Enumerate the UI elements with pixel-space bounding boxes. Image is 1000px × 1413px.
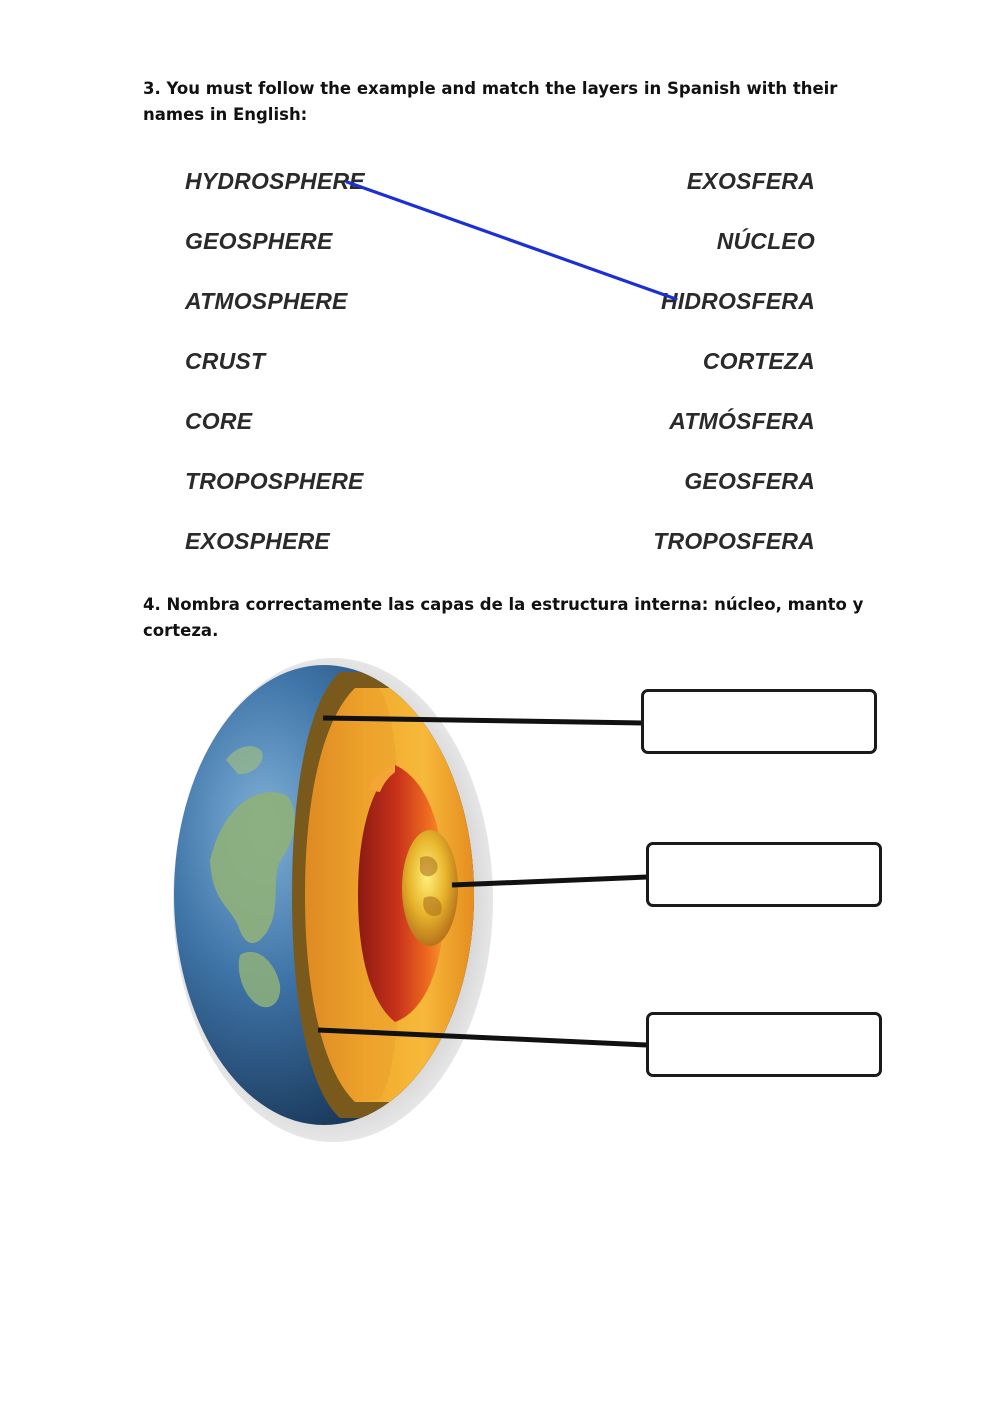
english-term-crust[interactable]: CRUST	[185, 348, 266, 374]
spanish-term-troposfera[interactable]: TROPOSFERA	[653, 528, 815, 554]
english-term-core[interactable]: CORE	[185, 408, 253, 434]
answer-box-2[interactable]	[646, 842, 882, 907]
pointer-line-crust	[322, 715, 643, 726]
exercise-4-instruction: 4. Nombra correctamente las capas de la …	[143, 595, 864, 640]
spanish-term-atmosfera[interactable]: ATMÓSFERA	[669, 408, 815, 434]
exercise-3-instruction: 3. You must follow the example and match…	[143, 79, 838, 124]
english-term-atmosphere[interactable]: ATMOSPHERE	[185, 288, 348, 314]
pointer-line-mantle	[317, 1027, 648, 1048]
outer-core-layer	[358, 765, 445, 1022]
english-term-exosphere[interactable]: EXOSPHERE	[185, 528, 330, 554]
landmass	[210, 746, 295, 1008]
inner-core-texture	[419, 856, 442, 917]
example-match-line-layer	[345, 180, 678, 301]
english-term-hydrosphere[interactable]: HYDROSPHERE	[185, 168, 365, 194]
spanish-term-nucleo[interactable]: NÚCLEO	[716, 228, 815, 254]
outer-core-rim	[368, 765, 395, 792]
spanish-term-hidrosfera[interactable]: HIDROSFERA	[660, 288, 815, 314]
inner-core-layer	[402, 830, 458, 946]
spanish-term-corteza[interactable]: CORTEZA	[702, 348, 815, 374]
answer-box-3[interactable]	[646, 1012, 882, 1077]
example-match-line	[345, 180, 678, 301]
pointer-line-core	[451, 874, 648, 888]
answer-box-1[interactable]	[641, 689, 877, 754]
spanish-term-exosfera[interactable]: EXOSFERA	[686, 168, 815, 194]
spanish-term-geosfera[interactable]: GEOSFERA	[684, 468, 815, 494]
english-term-geosphere[interactable]: GEOSPHERE	[185, 228, 333, 254]
english-term-troposphere[interactable]: TROPOSPHERE	[185, 468, 364, 494]
